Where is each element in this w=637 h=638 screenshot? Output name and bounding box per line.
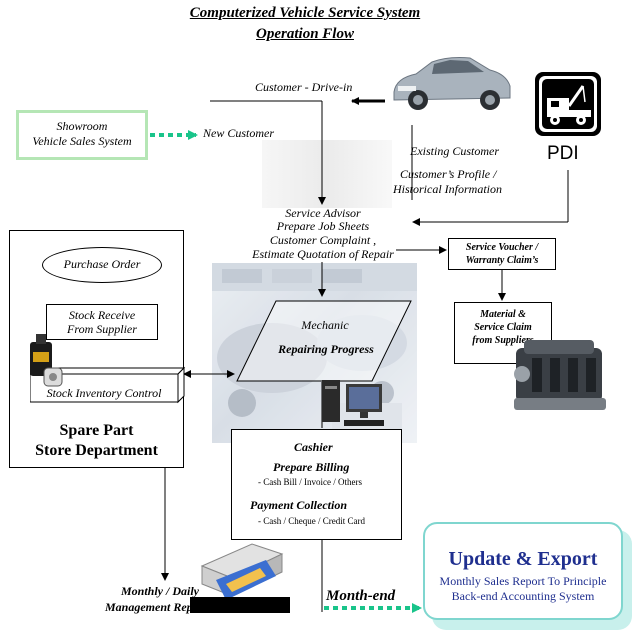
store-department-title: Store Department bbox=[35, 442, 158, 459]
car-icon bbox=[386, 52, 514, 116]
service-voucher-label: Service Voucher / bbox=[465, 242, 539, 253]
showroom-box: Showroom Vehicle Sales System bbox=[16, 110, 148, 160]
printer-icon bbox=[196, 540, 288, 606]
service-advisor-title: Service Advisor bbox=[285, 206, 361, 220]
tow-truck-icon bbox=[535, 72, 601, 136]
engine-icon bbox=[510, 334, 610, 416]
update-export-title: Update & Export bbox=[448, 548, 598, 570]
month-end-label: Month-end bbox=[326, 588, 396, 604]
mechanic-node: Mechanic Repairing Progress bbox=[236, 300, 412, 382]
backend-accounting-label: Back-end Accounting System bbox=[451, 589, 595, 603]
customer-complaint-label: Customer Complaint , bbox=[269, 233, 377, 247]
vehicle-sales-label: Vehicle Sales System bbox=[32, 134, 132, 148]
diagram-title: Computerized Vehicle Service System bbox=[189, 5, 421, 21]
redaction-bar bbox=[190, 597, 290, 613]
purchase-order-label: Purchase Order bbox=[63, 257, 141, 271]
update-export-box: Update & Export Monthly Sales Report To … bbox=[423, 522, 623, 620]
estimate-quotation-label: Estimate Quotation of Repair bbox=[252, 247, 394, 261]
warranty-claim-label: Warranty Claim’s bbox=[465, 255, 539, 266]
service-claim-label: Service Claim bbox=[474, 322, 532, 333]
stock-inventory-label: Stock Inventory Control bbox=[46, 386, 162, 400]
existing-customer-label: Existing Customer bbox=[410, 144, 499, 158]
diagram-subtitle: Operation Flow bbox=[256, 26, 354, 42]
from-suppliers-label: from Suppliers bbox=[472, 335, 534, 346]
monthly-sales-report-label: Monthly Sales Report To Principle bbox=[439, 574, 607, 588]
cashier-title: Cashier bbox=[294, 440, 333, 454]
mechanic-photo-background bbox=[212, 263, 417, 443]
cashier-box: Cashier Prepare Billing - Cash Bill / In… bbox=[231, 429, 402, 540]
management-report-label: Management Rep bbox=[105, 600, 193, 614]
material-label: Material & bbox=[480, 309, 526, 320]
from-supplier-label: From Supplier bbox=[67, 322, 137, 336]
stock-receive-label: Stock Receive bbox=[68, 308, 136, 322]
purchase-order-node: Purchase Order bbox=[42, 247, 162, 283]
stock-receive-box: Stock Receive From Supplier bbox=[46, 304, 158, 340]
showroom-label: Showroom bbox=[56, 119, 108, 133]
prepare-billing-label: Prepare Billing bbox=[273, 460, 350, 474]
service-advisor-image bbox=[262, 140, 392, 208]
payment-detail-label: - Cash / Cheque / Credit Card bbox=[258, 516, 365, 526]
customer-profile-label: Customer’s Profile / bbox=[400, 167, 497, 181]
new-customer-label: New Customer bbox=[203, 126, 275, 140]
computer-icon bbox=[322, 378, 386, 430]
monthly-daily-label: Monthly / Daily bbox=[121, 584, 200, 598]
job-sheets-label: Prepare Job Sheets bbox=[276, 219, 370, 233]
spare-part-title: Spare Part bbox=[59, 422, 134, 439]
pdi-label: PDI bbox=[547, 143, 579, 164]
payment-collection-label: Payment Collection bbox=[250, 498, 347, 512]
oil-bottle-icon bbox=[26, 332, 66, 388]
mechanic-title: Mechanic bbox=[301, 318, 349, 332]
service-voucher-box: Service Voucher / Warranty Claim’s bbox=[448, 238, 556, 270]
garage-scene-icon bbox=[212, 263, 417, 433]
billing-detail-label: - Cash Bill / Invoice / Others bbox=[258, 477, 362, 487]
repairing-progress-label: Repairing Progress bbox=[278, 342, 374, 356]
historical-info-label: Historical Information bbox=[393, 182, 503, 196]
customer-drive-in-label: Customer - Drive-in bbox=[255, 80, 353, 94]
